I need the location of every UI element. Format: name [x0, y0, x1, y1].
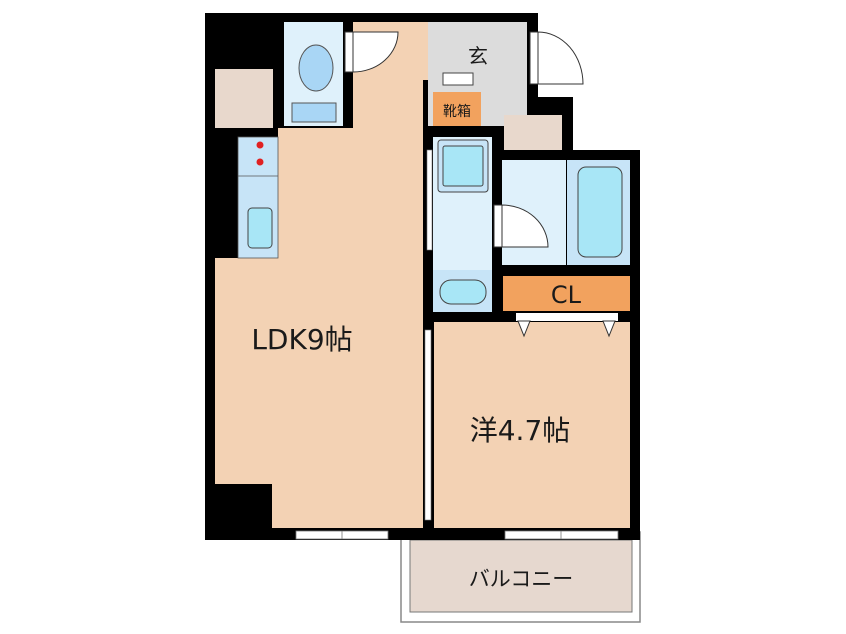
washbasin-icon: [439, 279, 487, 305]
window: [295, 530, 389, 540]
bath-door[interactable]: [493, 204, 549, 248]
entry-door[interactable]: [529, 31, 584, 85]
toilet-icon: [298, 44, 334, 92]
storage-space: [215, 69, 273, 128]
ldk-label: LDK9帖: [251, 323, 352, 356]
toilet-room: [284, 22, 343, 126]
sliding-door[interactable]: [424, 329, 432, 521]
closet: CL: [503, 276, 630, 311]
sink-icon: [247, 207, 273, 249]
ldk-room: LDK9帖: [215, 80, 423, 528]
balcony: バルコニー: [400, 531, 641, 623]
kitchen: [237, 136, 279, 259]
storage-step: [504, 115, 562, 150]
stove-burner-icon: [256, 141, 264, 149]
bathroom: [493, 160, 630, 265]
shoe-box-label: 靴箱: [443, 104, 471, 120]
washroom: [426, 137, 492, 312]
stove-burner-icon: [256, 158, 264, 166]
entrance-label: 玄: [468, 44, 488, 68]
balcony-label: バルコニー: [469, 567, 574, 591]
shoe-box: 靴箱: [433, 92, 481, 126]
western-room: 洋4.7帖: [434, 313, 630, 528]
closet-label: CL: [551, 281, 582, 309]
western-room-label: 洋4.7帖: [470, 414, 571, 447]
window: [504, 530, 619, 540]
bathtub-icon: [577, 166, 623, 258]
